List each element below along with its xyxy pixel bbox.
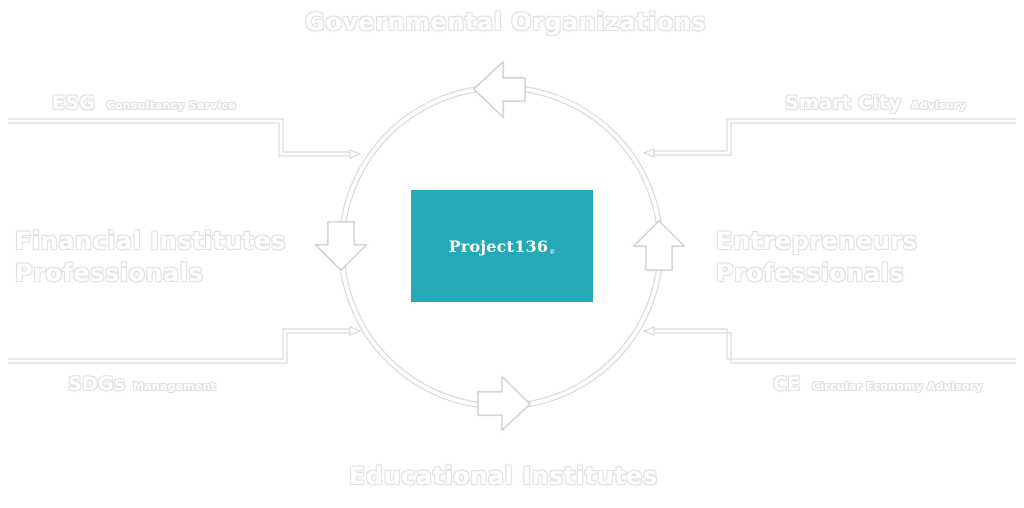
ring-arrow-bottom <box>477 375 531 432</box>
esg-label: ESG Consultancy Service <box>52 92 236 114</box>
ring-arrow-top <box>473 60 526 119</box>
right-label: Entrepreneurs Professionals <box>716 225 917 289</box>
right-label-line1: Entrepreneurs <box>716 227 918 255</box>
sdgs-title: SDGs <box>68 373 126 395</box>
left-label-line2: Professionals <box>15 259 204 287</box>
sdgs-connector <box>8 328 350 364</box>
ring-arrow-right <box>632 220 686 271</box>
ring-arrow-left <box>314 221 368 271</box>
smart-city-subtitle: Advisory <box>910 99 967 112</box>
esg-subtitle: Consultancy Service <box>106 99 236 112</box>
ce-subtitle: Circular Economy Advisory <box>812 380 983 393</box>
ce-label: CE Circular Economy Advisory <box>773 373 983 395</box>
project136-logo: Project136® <box>448 236 556 256</box>
esg-connector <box>8 118 350 157</box>
smart-city-arrowhead <box>642 148 655 158</box>
esg-arrowhead <box>349 149 362 159</box>
project136-logo-box: Project136® <box>411 190 593 302</box>
ce-arrowhead <box>642 326 655 336</box>
smart-city-connector <box>654 118 1016 156</box>
sdgs-label: SDGs Management <box>68 373 216 395</box>
smart-city-title: Smart City <box>785 92 902 114</box>
ce-connector <box>654 328 1016 364</box>
left-label-line1: Financial Institutes <box>15 227 286 255</box>
sdgs-arrowhead <box>349 326 362 336</box>
bottom-label: Educational Institutes <box>349 462 658 490</box>
right-label-line2: Professionals <box>716 259 905 287</box>
ce-title: CE <box>773 373 801 395</box>
smart-city-label: Smart City Advisory <box>785 92 967 114</box>
esg-title: ESG <box>52 92 96 114</box>
top-label: Governmental Organizations <box>305 8 707 36</box>
sdgs-subtitle: Management <box>133 380 217 393</box>
left-label: Financial Institutes Professionals <box>15 225 286 289</box>
